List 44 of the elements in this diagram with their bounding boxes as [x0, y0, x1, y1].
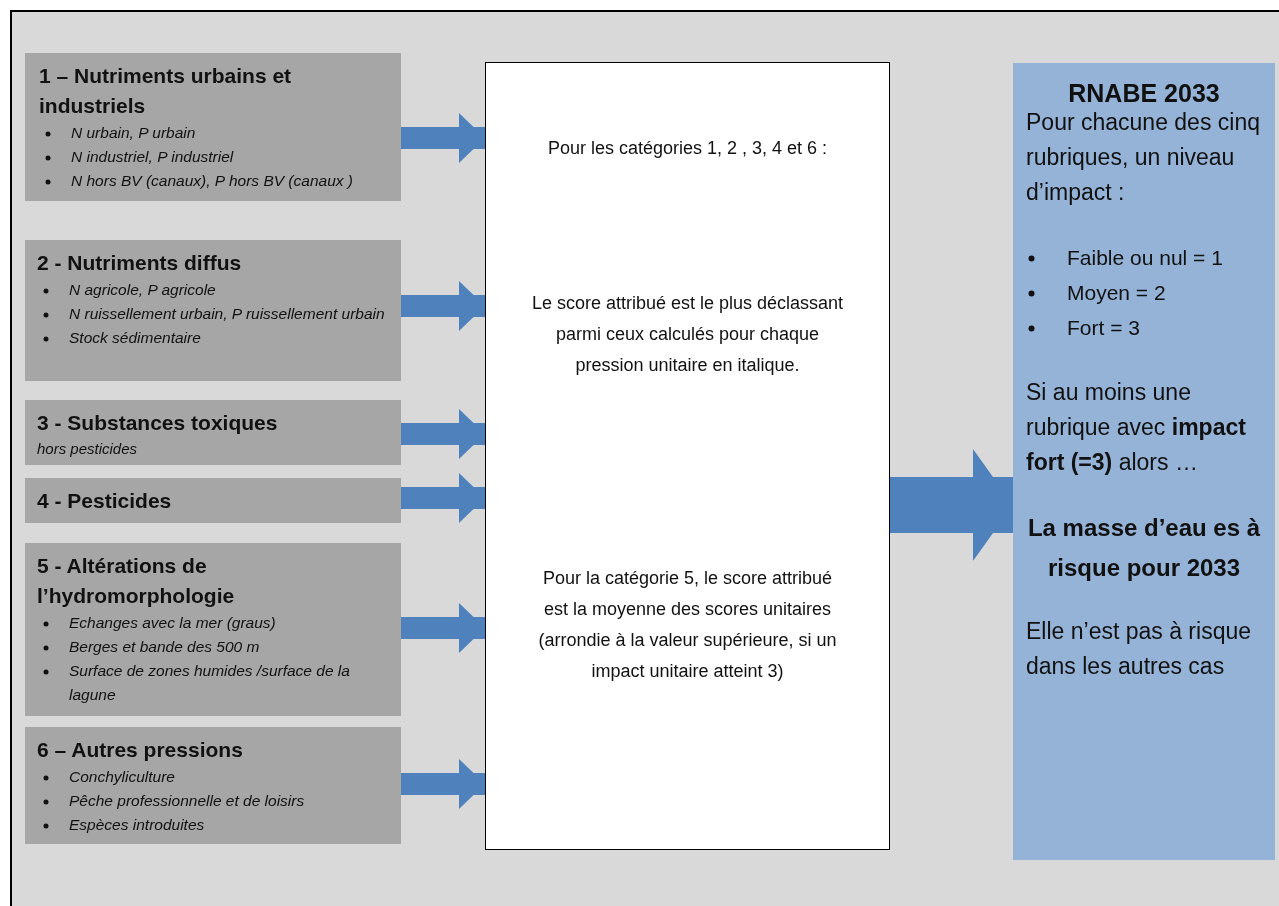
category-box: [25, 543, 401, 716]
category-box: [25, 53, 401, 201]
rule-text: Pour les catégories 1, 2 , 3, 4 et 6 :: [546, 137, 829, 160]
rule-text: Le score attribué est le plus déclassant parmi ceux calculés pour chaque pression unitaire en italique.: [531, 292, 844, 377]
list-item: Stock sédimentaire: [69, 328, 201, 348]
result-text: Pour chacune des cinq rubriques, un niveau d’impact :: [1026, 108, 1261, 207]
result-box: [1013, 63, 1275, 860]
category-heading: 5 - Altérations de l’hydromorphologie: [37, 553, 236, 609]
list-item: Espèces introduites: [69, 815, 205, 835]
category-heading: 3 - Substances toxiques: [37, 410, 279, 436]
category-heading: 1 – Nutriments urbains et industriels: [39, 63, 293, 119]
category-box: [25, 478, 401, 523]
block-arrow: [401, 281, 485, 331]
list-item: Berges et bande des 500 m: [69, 637, 260, 657]
category-box: [25, 240, 401, 381]
list-item: Conchyliculture: [69, 767, 175, 787]
list-item: N industriel, P industriel: [71, 147, 234, 167]
category-note: hors pesticides: [37, 439, 139, 459]
list-item: Moyen = 2: [1067, 280, 1166, 306]
list-item: N hors BV (canaux), P hors BV (canaux ): [71, 171, 353, 191]
block-arrow: [401, 759, 485, 809]
list-item: N ruissellement urbain, P ruissellement urbain: [69, 304, 385, 324]
result-text: Si au moins une rubrique avec impact fort (=3) alors …: [1026, 378, 1247, 477]
category-heading: 2 - Nutriments diffus: [37, 250, 243, 276]
list-item: Pêche professionnelle et de loisirs: [69, 791, 305, 811]
category-heading: 4 - Pesticides: [37, 488, 173, 514]
list-item: Echanges avec la mer (graus): [69, 613, 276, 633]
block-arrow: [401, 409, 485, 459]
block-arrow: [401, 113, 485, 163]
list-item: Faible ou nul = 1: [1067, 245, 1223, 271]
block-arrow: [401, 603, 485, 653]
block-arrow: [890, 449, 1013, 561]
list-item: N agricole, P agricole: [69, 280, 216, 300]
list-item: N urbain, P urbain: [71, 123, 196, 143]
category-heading: 6 – Autres pressions: [37, 737, 244, 763]
list-item: Surface de zones humides /surface de la lagune: [69, 661, 351, 705]
category-box: [25, 400, 401, 465]
category-box: [25, 727, 401, 844]
block-arrow: [401, 473, 485, 523]
list-item: Fort = 3: [1067, 315, 1140, 341]
rule-text: Pour la catégorie 5, le score attribué est la moyenne des scores unitaires (arrondie à la valeur supérieure, si un impact unitaire atteint 3): [537, 567, 838, 683]
result-conclusion: La masse d’eau es à risque pour 2033: [1026, 513, 1262, 583]
result-text: Elle n’est pas à risque dans les autres cas: [1026, 617, 1252, 681]
result-heading: RNABE 2033: [1067, 78, 1221, 109]
